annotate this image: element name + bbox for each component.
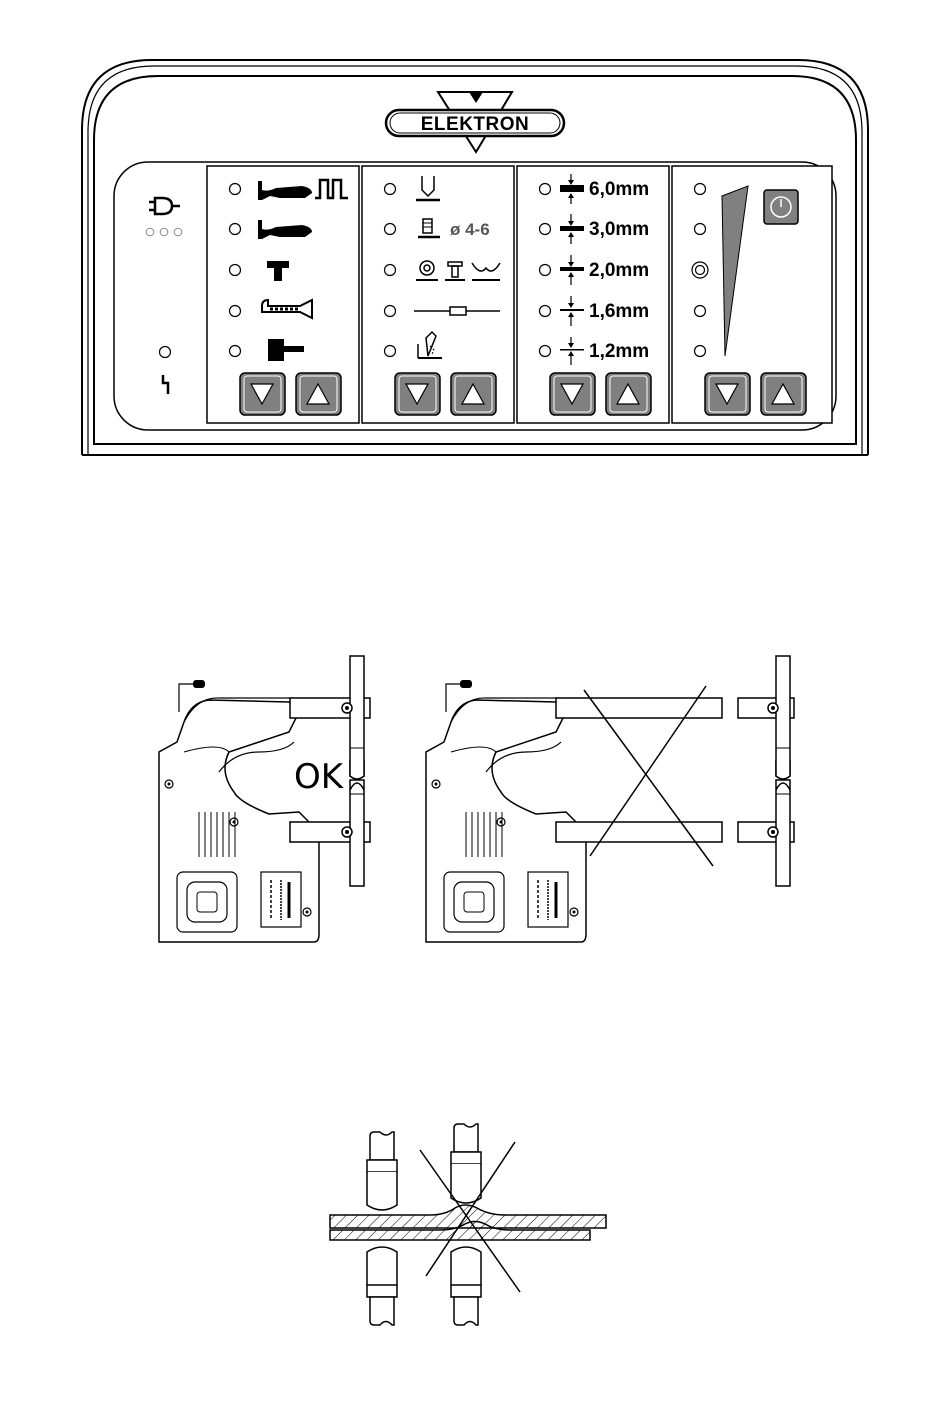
- power-down-button[interactable]: [705, 373, 750, 415]
- thickness-up-button[interactable]: [606, 373, 651, 415]
- lower-arm-incorrect: [556, 822, 722, 842]
- thickness-label-2: 3,0mm: [589, 219, 649, 240]
- stud-diameter-label: ø 4-6: [450, 220, 490, 239]
- ok-label: OK: [294, 757, 345, 797]
- control-panel-diagram: ELEKTRON: [0, 0, 950, 470]
- thickness-label-5: 1,2mm: [589, 341, 649, 362]
- sheet-cross-line-1: [420, 1150, 520, 1292]
- tool-down-button[interactable]: [240, 373, 285, 415]
- gun-incorrect: [426, 656, 794, 942]
- upper-arm-incorrect: [556, 698, 722, 718]
- thickness-label-1: 6,0mm: [589, 179, 649, 200]
- thickness-label-3: 2,0mm: [589, 260, 649, 281]
- sheet-cross-line-2: [426, 1142, 515, 1276]
- incorrect-cross-line-2: [590, 686, 706, 856]
- clock-icon[interactable]: [764, 190, 798, 224]
- material-down-button[interactable]: [395, 373, 440, 415]
- upper-arm-correct: [290, 698, 370, 718]
- thickness-down-button[interactable]: [550, 373, 595, 415]
- thickness-label-4: 1,6mm: [589, 301, 649, 322]
- fault-led: [160, 347, 171, 358]
- sheet-metal: [330, 1205, 606, 1240]
- incorrect-cross-line-1: [584, 690, 713, 866]
- electrode-left: [367, 1132, 397, 1325]
- lower-arm-correct: [290, 822, 370, 842]
- brand-name: ELEKTRON: [421, 114, 530, 135]
- material-up-button[interactable]: [451, 373, 496, 415]
- electrode-right: [451, 1124, 481, 1325]
- power-up-button[interactable]: [761, 373, 806, 415]
- tool-up-button[interactable]: [296, 373, 341, 415]
- power-section: [672, 166, 832, 423]
- gun-correct: OK: [159, 656, 370, 942]
